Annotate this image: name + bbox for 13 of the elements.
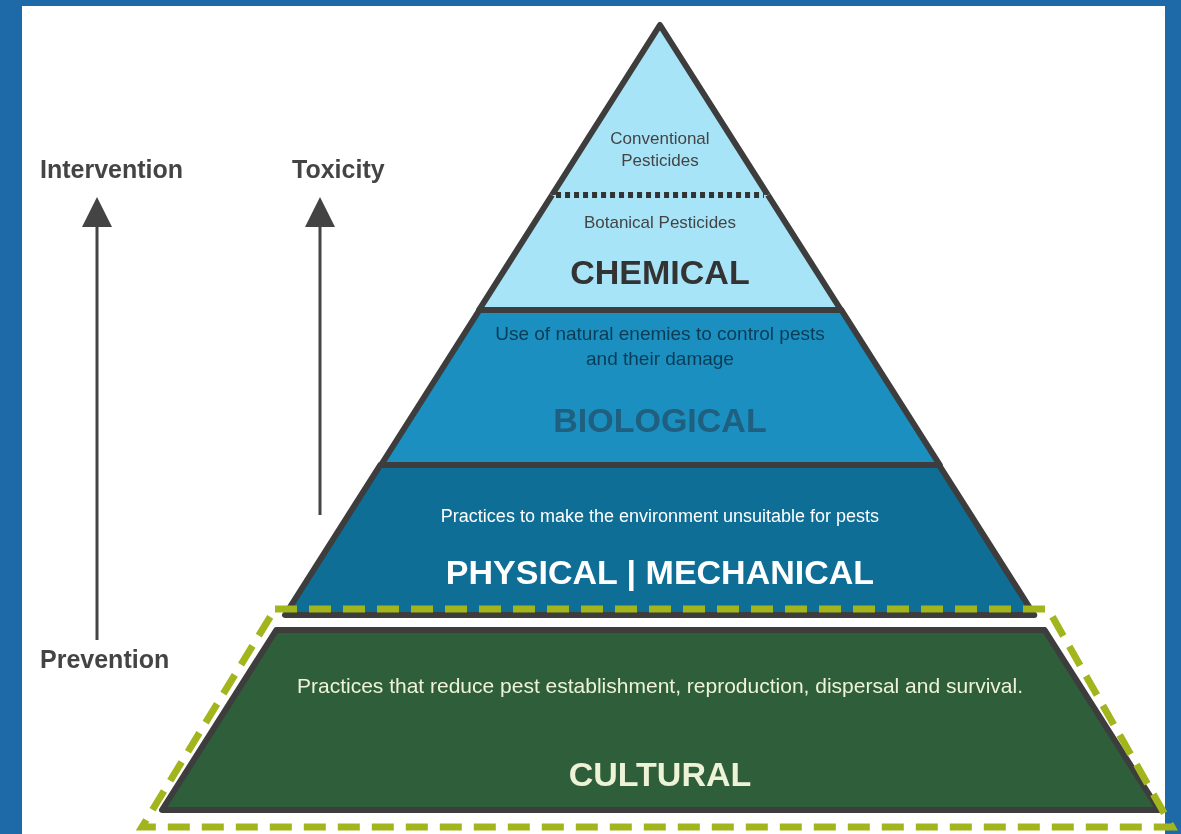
layer-description: Practices to make the environment unsuitable for pests xyxy=(439,505,881,528)
layer-heading: CHEMICAL xyxy=(569,252,751,293)
axis-label: Toxicity xyxy=(292,155,385,184)
layer-description: Practices that reduce pest establishment, reproduction, dispersal and survival. xyxy=(295,673,1024,699)
layer-description: Botanical Pesticides xyxy=(582,212,738,234)
axis-label: Intervention xyxy=(40,155,184,184)
pyramid-layer xyxy=(380,310,940,465)
layer-heading: PHYSICAL | MECHANICAL xyxy=(444,552,876,593)
layer-heading: BIOLOGICAL xyxy=(552,400,768,441)
layer-description: Use of natural enemies to control pests and their damage xyxy=(494,322,826,371)
layer-heading: CULTURAL xyxy=(567,754,753,795)
axis-label: Prevention xyxy=(40,645,170,674)
layer-description: Conventional Pesticides xyxy=(609,128,711,173)
